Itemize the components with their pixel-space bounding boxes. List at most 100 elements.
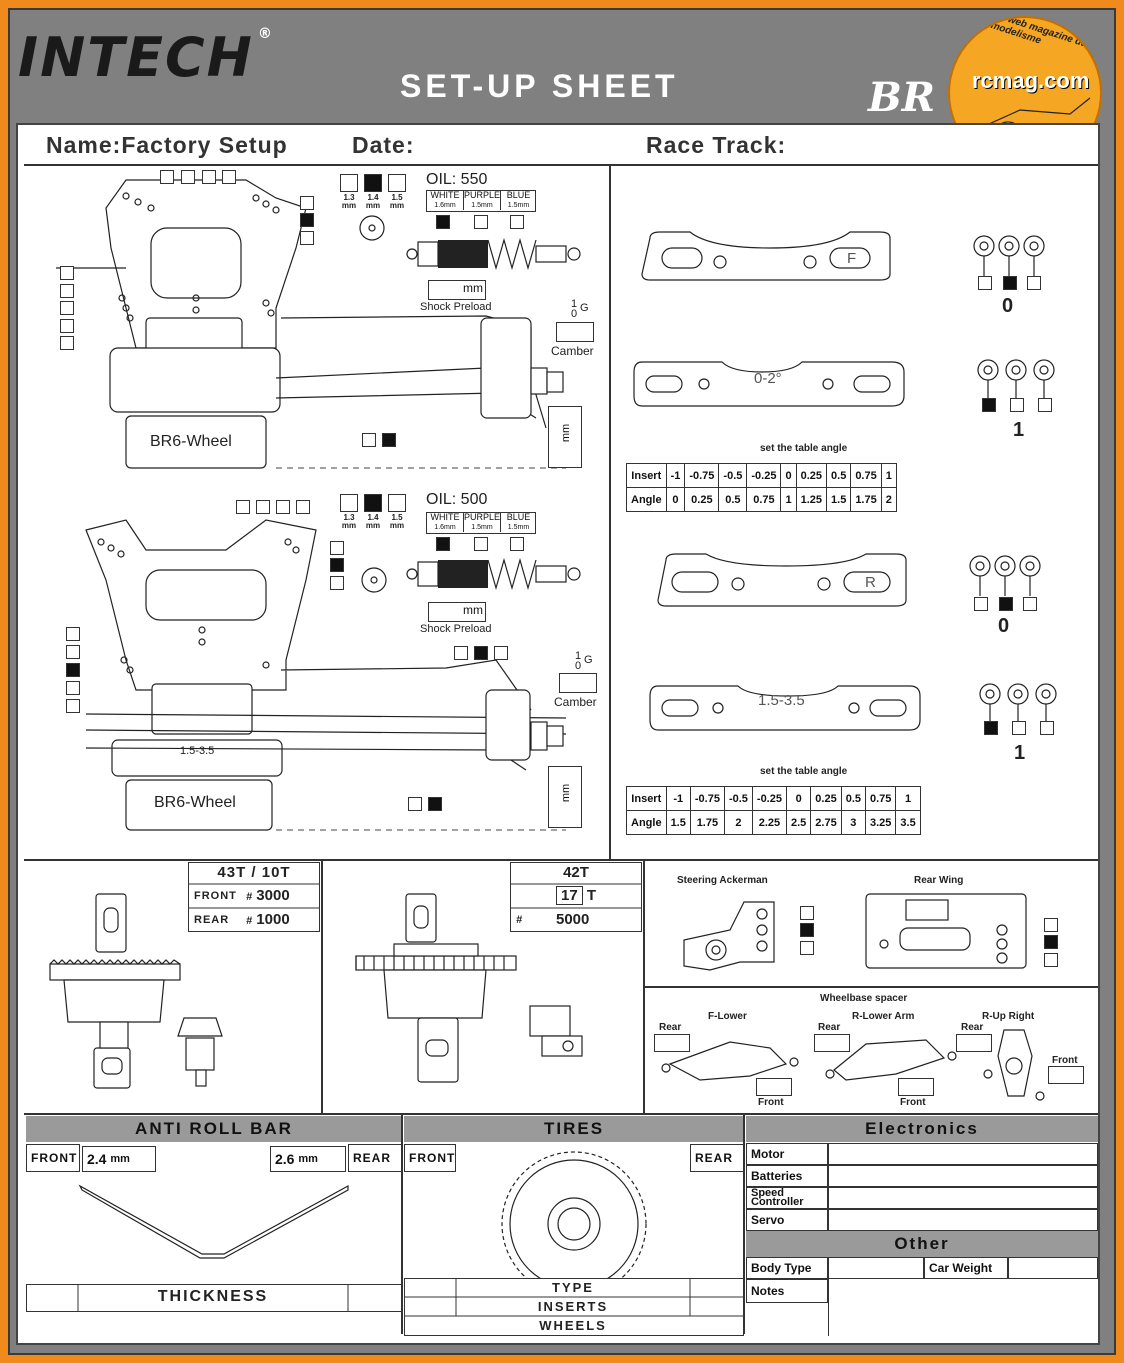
front-spring-purple[interactable]	[474, 215, 488, 229]
rear-preload-input[interactable]: mm	[428, 602, 486, 622]
rear-camber-link-2[interactable]	[474, 646, 488, 660]
rear-wing-drawing	[865, 893, 1027, 969]
rear-piston-2[interactable]	[364, 494, 382, 512]
rear-diff-value[interactable]: 5000	[556, 911, 590, 928]
speed-controller-input[interactable]	[828, 1187, 1098, 1209]
front-arm-option-2[interactable]	[60, 284, 74, 298]
notes-input[interactable]	[828, 1279, 1098, 1336]
car-weight-input[interactable]	[1008, 1257, 1098, 1279]
front-suspension-drawing	[56, 179, 566, 469]
rear-ride-height-input[interactable]: mm	[548, 766, 582, 828]
race-track-label: Race Track:	[646, 132, 787, 158]
fr-insert-2[interactable]	[1010, 398, 1024, 412]
front-tower-option-3[interactable]	[202, 170, 216, 184]
rear-camber-input[interactable]	[559, 673, 597, 693]
front-tower-right-1[interactable]	[300, 196, 314, 210]
front-hub-option-1[interactable]	[362, 433, 376, 447]
rear-spring-purple[interactable]	[474, 537, 488, 551]
rear-arm-option-2[interactable]	[66, 645, 80, 659]
rear-hub-option-2[interactable]	[428, 797, 442, 811]
rear-wheel-label: BR6-Wheel	[154, 794, 236, 811]
front-arm-option-5[interactable]	[60, 336, 74, 350]
cell: Insert	[626, 463, 667, 488]
rear-tower-right-3[interactable]	[330, 576, 344, 590]
other-header: Other	[746, 1231, 1098, 1257]
wing-option-1[interactable]	[1044, 918, 1058, 932]
front-piston-3[interactable]	[388, 174, 406, 192]
cell: 1.75	[689, 810, 725, 835]
rear-tower-option-3[interactable]	[276, 500, 290, 514]
rf-insert-3[interactable]	[1023, 597, 1037, 611]
rear-spring-white[interactable]	[436, 537, 450, 551]
rear-camber-link-1[interactable]	[454, 646, 468, 660]
rear-hub-option-1[interactable]	[408, 797, 422, 811]
rear-spring-blue[interactable]	[510, 537, 524, 551]
motor-input[interactable]	[828, 1143, 1098, 1165]
rr-insert-2[interactable]	[1012, 721, 1026, 735]
cell: 0.25	[795, 463, 828, 488]
front-ride-height-input[interactable]: mm	[548, 406, 582, 468]
front-camber-input[interactable]	[556, 322, 594, 342]
rear-piston-3[interactable]	[388, 494, 406, 512]
front-tower-option-1[interactable]	[160, 170, 174, 184]
ackerman-option-3[interactable]	[800, 941, 814, 955]
front-diff-front-value[interactable]: # 3000	[246, 887, 290, 904]
ff-insert-2[interactable]	[1003, 276, 1017, 290]
rr-insert-1[interactable]	[984, 721, 998, 735]
rear-tower-option-4[interactable]	[296, 500, 310, 514]
rear-arm-option-5[interactable]	[66, 699, 80, 713]
rf-insert-1[interactable]	[974, 597, 988, 611]
rear-tower-option-2[interactable]	[256, 500, 270, 514]
rear-camber-link-3[interactable]	[494, 646, 508, 660]
ackerman-option-1[interactable]	[800, 906, 814, 920]
servo-input[interactable]	[828, 1209, 1098, 1231]
front-spring-blue[interactable]	[510, 215, 524, 229]
batteries-input[interactable]	[828, 1165, 1098, 1187]
arb-rear-value[interactable]: 2.6 mm	[270, 1146, 346, 1172]
front-diff-rear-value[interactable]: # 1000	[246, 911, 290, 928]
thickness-row	[26, 1284, 402, 1312]
front-preload-input[interactable]: mm	[428, 280, 486, 300]
rear-tower-option-1[interactable]	[236, 500, 250, 514]
f-lower-rear-input[interactable]	[654, 1034, 690, 1052]
rear-tower-right-1[interactable]	[330, 541, 344, 555]
ff-insert-1[interactable]	[978, 276, 992, 290]
fr-insert-3[interactable]	[1038, 398, 1052, 412]
r-up-rear-input[interactable]	[956, 1034, 992, 1052]
r-lower-rear-input[interactable]	[814, 1034, 850, 1052]
wing-option-2[interactable]	[1044, 935, 1058, 949]
front-spring-white[interactable]	[436, 215, 450, 229]
rf-insert-2[interactable]	[999, 597, 1013, 611]
rear-arm-option-3[interactable]	[66, 663, 80, 677]
front-arm-option-1[interactable]	[60, 266, 74, 280]
fr-insert-1[interactable]	[982, 398, 996, 412]
wing-option-3[interactable]	[1044, 953, 1058, 967]
front-tower-option-4[interactable]	[222, 170, 236, 184]
front-tower-right-3[interactable]	[300, 231, 314, 245]
ackerman-option-2[interactable]	[800, 923, 814, 937]
rear-tower-right-2[interactable]	[330, 558, 344, 572]
front-camber-g: G	[580, 302, 589, 314]
body-type-input[interactable]	[828, 1257, 924, 1279]
name-field[interactable]: Name:Factory Setup	[46, 132, 288, 158]
rear-diff-pinion[interactable]: 17 T	[556, 886, 596, 905]
front-tower-option-2[interactable]	[181, 170, 195, 184]
arb-front-value[interactable]: 2.4 mm	[82, 1146, 156, 1172]
front-arm-option-4[interactable]	[60, 319, 74, 333]
front-piston-1[interactable]	[340, 174, 358, 192]
rr-insert-3[interactable]	[1040, 721, 1054, 735]
rear-arm-option-4[interactable]	[66, 681, 80, 695]
cell: 0.5	[826, 463, 852, 488]
f-lower-front-input[interactable]	[756, 1078, 792, 1096]
front-tower-right-2[interactable]	[300, 213, 314, 227]
tires-rear-label: REAR	[690, 1144, 744, 1172]
r-up-front-input[interactable]	[1048, 1066, 1084, 1084]
ff-insert-3[interactable]	[1027, 276, 1041, 290]
front-arm-option-3[interactable]	[60, 301, 74, 315]
front-piston-2[interactable]	[364, 174, 382, 192]
rear-piston-1[interactable]	[340, 494, 358, 512]
rear-arm-option-1[interactable]	[66, 627, 80, 641]
r-lower-front-input[interactable]	[898, 1078, 934, 1096]
front-hub-option-2[interactable]	[382, 433, 396, 447]
